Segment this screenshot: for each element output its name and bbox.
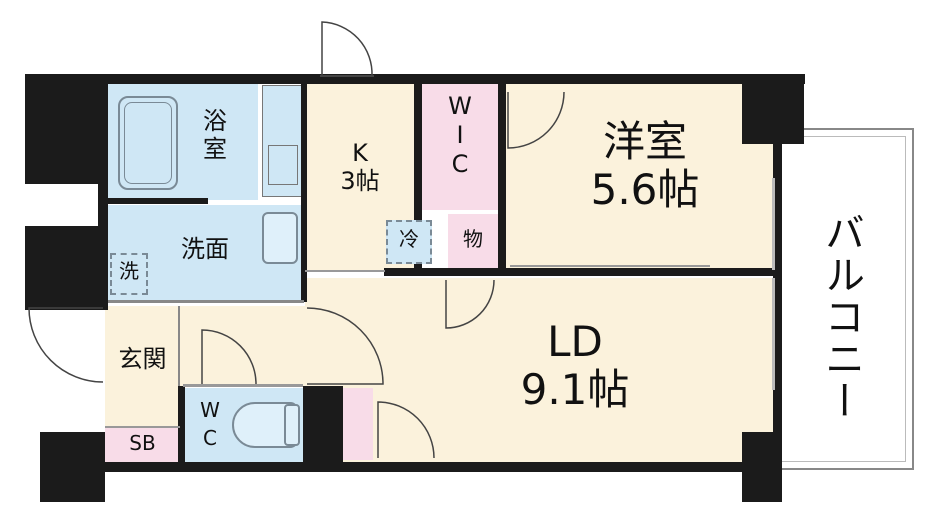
bathtub-inner xyxy=(124,102,172,184)
wall-kitchen-bottom xyxy=(384,268,504,276)
bath-char-1: 浴 xyxy=(203,107,227,135)
entrance-label: 玄関 xyxy=(118,345,167,373)
balcony-inner-rail xyxy=(782,136,906,462)
balcony-area xyxy=(782,128,914,470)
fridge-label: 冷 xyxy=(399,227,419,251)
entry-door-top-icon[interactable] xyxy=(320,20,376,80)
storage-label: 物 xyxy=(463,227,483,251)
wic-letter-c: C xyxy=(451,149,469,178)
window-western xyxy=(772,178,775,270)
living-dining-room xyxy=(305,278,773,464)
wall-left-mid-block xyxy=(25,226,105,310)
wc-door-icon[interactable] xyxy=(200,328,260,386)
shoebox xyxy=(105,428,180,464)
wc-letter-c: C xyxy=(203,426,217,450)
fridge-icon xyxy=(386,220,432,264)
western-room-label: 洋室 5.6帖 xyxy=(560,117,730,215)
wall-left xyxy=(98,74,108,310)
washer-icon xyxy=(110,253,148,295)
wall-wic-left xyxy=(414,82,422,274)
ld-door-icon[interactable] xyxy=(444,278,496,330)
kitchen-size: 3帖 xyxy=(340,166,380,195)
partition-sb-top xyxy=(105,426,180,428)
wall-bottom xyxy=(40,462,780,472)
ld-name: LD xyxy=(547,317,603,366)
wc-letter-w: W xyxy=(200,398,220,422)
partition-entrance-right xyxy=(178,306,180,386)
washer-label: 洗 xyxy=(119,259,139,283)
partition-wash-bottom xyxy=(108,300,304,303)
ld-label: LD 9.1帖 xyxy=(490,317,660,415)
washroom-label: 洗面 xyxy=(181,235,229,263)
wall-wc-right xyxy=(303,386,343,464)
ld-closet xyxy=(343,388,373,460)
bathtub-icon xyxy=(118,96,178,190)
wic-letter-w: W xyxy=(448,92,472,120)
western-room-name: 洋室 xyxy=(602,117,687,166)
window-ld xyxy=(772,278,775,390)
hallway xyxy=(180,306,305,386)
balcony-label: バルコニー xyxy=(818,212,864,422)
wic-label: W I C xyxy=(430,92,490,178)
wall-bottom-left-block xyxy=(40,432,105,502)
kitchen-name: K xyxy=(352,139,368,167)
western-room xyxy=(505,82,773,270)
storage-closet xyxy=(448,214,498,270)
bath-label: 浴 室 xyxy=(190,107,240,163)
bath-char-2: 室 xyxy=(203,134,227,163)
shoebox-label: SB xyxy=(129,431,156,455)
wall-top xyxy=(25,74,805,84)
sink-icon xyxy=(262,212,298,264)
closet-door-icon[interactable] xyxy=(376,400,436,460)
ld-size: 9.1帖 xyxy=(520,365,630,415)
wall-western-bottom xyxy=(500,268,780,276)
wall-bath-bottom xyxy=(98,198,208,204)
wall-wash-right xyxy=(301,82,307,302)
partition-kitchen-ld xyxy=(305,270,385,272)
partition-wc-top xyxy=(183,384,303,387)
wc-label: W C xyxy=(190,396,230,452)
wall-wic-right xyxy=(498,82,506,274)
western-room-size: 5.6帖 xyxy=(590,165,700,215)
wall-wc-left xyxy=(178,386,185,464)
stove-icon xyxy=(268,145,298,185)
toilet-tank xyxy=(284,404,300,446)
kitchen-label: K 3帖 xyxy=(320,139,400,195)
entrance-area xyxy=(105,306,180,426)
front-door-icon[interactable] xyxy=(25,306,105,384)
hall-door-icon[interactable] xyxy=(305,306,385,386)
wall-top-left-block xyxy=(25,74,105,184)
sliding-door-rail xyxy=(510,265,710,267)
walk-in-closet xyxy=(420,82,500,210)
wall-right xyxy=(773,74,782,494)
wic-letter-i: I xyxy=(456,120,464,149)
western-room-door-icon[interactable] xyxy=(506,90,566,150)
